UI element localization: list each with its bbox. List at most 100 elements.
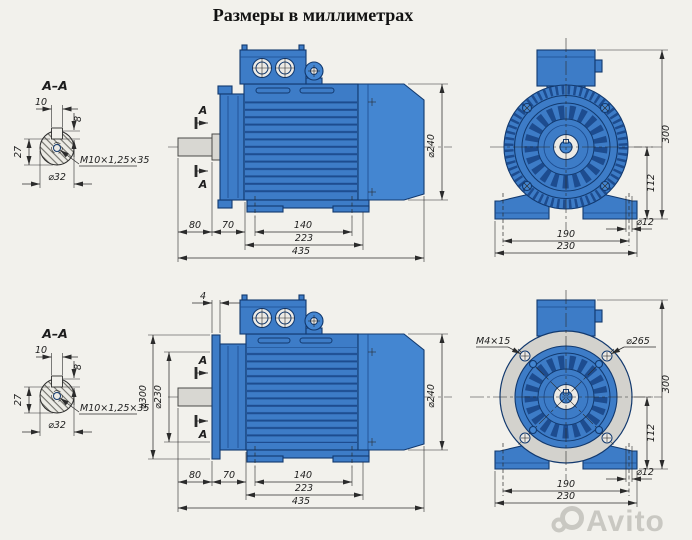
flange-thread-label: M4×15: [476, 336, 510, 347]
watermark-logo-icon: [551, 517, 567, 533]
dim-hole-span: 190: [503, 479, 629, 494]
dim-axis-height: 112: [634, 146, 657, 219]
side-view-bottom: A A 4 ⌀300 ⌀230: [138, 291, 452, 512]
dim-label-mid-len: 223: [295, 233, 313, 244]
thread-callout: M10×1,25×35: [59, 149, 149, 167]
vent-slot: [299, 337, 333, 344]
section-title: A–A: [41, 78, 68, 93]
dim-label-key-width: 10: [35, 345, 47, 356]
dim-height: 300: [597, 299, 672, 470]
dim-label-key-depth: 8: [73, 364, 84, 370]
cable-gland: [252, 308, 272, 328]
dim-label-axis-height: 112: [646, 174, 657, 192]
vent-slot: [255, 87, 291, 94]
dim-label-height: 300: [661, 125, 672, 143]
dim-axis-height: 112: [634, 396, 657, 469]
dim-key-height: 27: [13, 386, 53, 414]
watermark: Avito: [551, 505, 664, 538]
endshield: [219, 93, 245, 201]
tie-bolts: [521, 102, 611, 192]
thread-callout: M10×1,25×35: [59, 397, 149, 415]
thread-hole: [53, 144, 61, 152]
dim-shaft-dia: ⌀32: [22, 399, 92, 436]
dim-label-flange-dia: ⌀300: [138, 385, 149, 409]
shaft-collar: [211, 133, 221, 161]
dim-flange-thickness: 4: [192, 291, 240, 333]
box-fitting: [594, 59, 603, 73]
dim-label-gap: 70: [222, 220, 234, 231]
bolt-lug-top: [217, 85, 233, 95]
flange-disc: [211, 334, 221, 460]
dim-hole-span: 190: [503, 229, 629, 244]
dim-label-total-len: 435: [292, 246, 310, 257]
flange-bolt-holes: [519, 350, 613, 444]
cooling-fins: [247, 347, 357, 443]
lifting-eye: [304, 61, 324, 85]
side-view-top: A A 80 70 140 223 435: [168, 44, 452, 262]
dim-label-foot-span: 140: [294, 470, 312, 481]
dim-label-base-width: 230: [557, 491, 575, 502]
dim-base-width: 230: [494, 471, 638, 507]
bolt-circle-label: ⌀265: [626, 336, 650, 347]
dim-shaft-dia: ⌀32: [22, 151, 92, 188]
dim-label-key-height: 27: [13, 394, 24, 406]
thread-circle: [51, 390, 63, 402]
cable-gland: [275, 58, 295, 78]
thread-label: M10×1,25×35: [80, 155, 149, 166]
dim-label-key-depth: 8: [73, 116, 84, 122]
thread-hole: [53, 392, 61, 400]
thread-circle: [51, 142, 63, 154]
dim-key-height: 27: [13, 138, 53, 166]
dim-label-body-dia: ⌀240: [426, 384, 437, 408]
dim-label-shaft-dia: ⌀32: [48, 420, 66, 431]
section-mark-label: A: [198, 354, 208, 367]
dim-spigot-dia: ⌀230: [153, 351, 210, 443]
dim-label-flange-thickness: 4: [200, 291, 206, 302]
mounting-feet: [246, 196, 370, 218]
dim-label-key-width: 10: [35, 97, 47, 108]
dim-label-mid-len: 223: [295, 483, 313, 494]
terminal-box: [239, 49, 307, 85]
dim-key-width: 10: [35, 345, 78, 375]
dim-label-hole-span: 190: [557, 479, 575, 490]
box-screw: [298, 294, 305, 301]
dim-label-hole-span: 190: [557, 229, 575, 240]
dim-label-base-width: 230: [557, 241, 575, 252]
section-title: A–A: [41, 326, 68, 341]
dim-key-depth: 8: [63, 361, 84, 405]
dim-label-gap: 70: [223, 470, 235, 481]
front-view-bottom: M4×15 ⌀265 300 112 ⌀12 190: [470, 290, 672, 507]
mounting-feet: [246, 446, 370, 468]
dim-label-height: 300: [661, 375, 672, 393]
dim-label-spigot-dia: ⌀230: [153, 385, 164, 409]
keyway-slot: [51, 127, 63, 140]
dim-foot-hole: ⌀12: [606, 467, 654, 482]
dim-label-shaft-len: 80: [189, 470, 201, 481]
dim-body-dia: ⌀240: [408, 83, 448, 201]
box-screw: [298, 44, 305, 51]
bolt-lug-bottom: [217, 199, 233, 209]
shaft: [177, 137, 213, 157]
dim-label-foot-span: 140: [294, 220, 312, 231]
keyway-slot: [51, 375, 63, 388]
dim-height: 300: [597, 49, 672, 220]
cooling-fins: [245, 97, 357, 193]
section-mark-label: A: [198, 428, 208, 441]
terminal-box: [239, 299, 307, 335]
page-title: Размеры в миллиметрах: [213, 5, 414, 25]
lifting-eye: [304, 311, 324, 335]
dim-label-total-len: 435: [292, 496, 310, 507]
section-view-aa-top: A–A 10 8 27 ⌀32: [13, 78, 149, 188]
dim-label-shaft-len: 80: [189, 220, 201, 231]
fan-cowl: [357, 83, 425, 201]
dim-label-axis-height: 112: [646, 424, 657, 442]
dim-label-foot-hole: ⌀12: [636, 467, 654, 478]
vent-slot: [299, 87, 335, 94]
fan-cowl: [357, 333, 425, 451]
watermark-logo-icon: [560, 506, 584, 530]
section-mark-upper: A: [194, 104, 208, 129]
cable-gland: [275, 308, 295, 328]
section-mark-lower: A: [194, 165, 208, 191]
